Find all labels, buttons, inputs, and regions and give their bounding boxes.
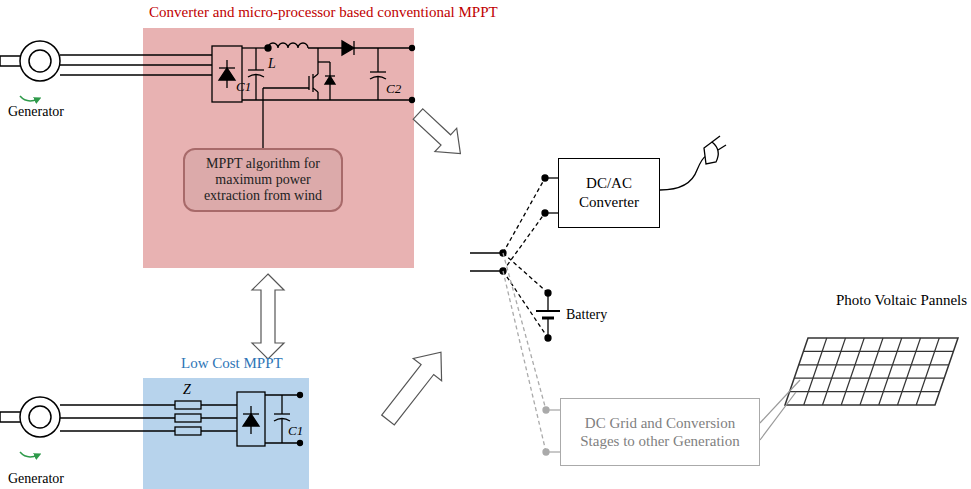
node-text: Converter and micro-processor based conv…: [149, 4, 498, 21]
switch-bus: [470, 175, 560, 452]
capacitor-label: C2: [386, 82, 401, 96]
conventional-panel: [143, 28, 414, 268]
boost-converter-circuit: [60, 41, 415, 148]
double-arrow-connector: [252, 274, 284, 359]
node-text: Low Cost MPPT: [181, 355, 283, 372]
generator-symbol: [0, 397, 60, 457]
plug-symbol: [660, 136, 726, 190]
hollow-arrow: [407, 102, 471, 165]
generator-label: Generator: [8, 104, 64, 119]
generator-symbol: [0, 41, 60, 101]
conventional-mppt-panel: Converter and micro-processor based conv…: [143, 4, 414, 268]
pv-panel: [785, 338, 958, 405]
node-text: DC/AC Converter: [567, 174, 651, 212]
capacitor-label: C1: [236, 80, 251, 94]
impedance-label: Z: [183, 382, 191, 397]
hollow-arrow: [374, 341, 455, 431]
generator-label: Generator: [8, 471, 64, 486]
dc-grid-box: DC Grid and Conversion Stages to other G…: [560, 398, 760, 466]
battery-label: Battery: [566, 307, 607, 322]
pv-label: Photo Voltaic Pannels: [836, 292, 967, 309]
low-cost-circuit: [60, 392, 303, 446]
pv-wires: [760, 380, 800, 440]
dc-ac-converter-box: DC/AC Converter: [558, 158, 660, 228]
capacitor-label: C1: [288, 424, 303, 438]
low-cost-mppt-panel: Low Cost MPPT: [143, 355, 309, 489]
node-text: MPPT algorithm for maximum power extract…: [193, 156, 333, 204]
grid-terminals: [543, 407, 560, 455]
low-cost-panel: [143, 378, 309, 489]
node-text: DC Grid and Conversion Stages to other G…: [571, 414, 749, 450]
mppt-algorithm-box: MPPT algorithm for maximum power extract…: [183, 148, 343, 212]
inductor-label: L: [268, 56, 276, 71]
